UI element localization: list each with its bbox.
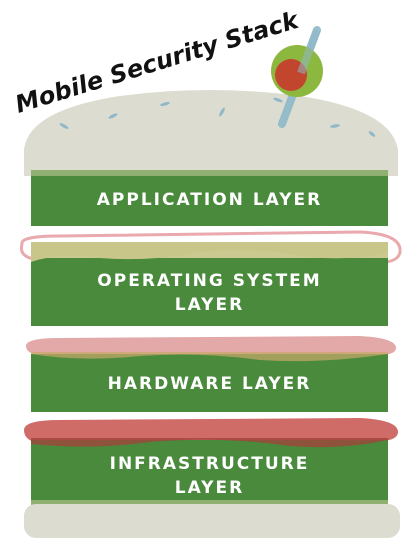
lettuce-outline	[19, 230, 402, 265]
top-bun	[24, 90, 398, 178]
infrastructure-layer-label: INFRASTRUCTURE LAYER	[109, 454, 310, 498]
infrastructure-layer-block	[31, 440, 388, 504]
application-layer-block	[31, 170, 388, 226]
bottom-bun	[24, 504, 400, 538]
tomato-slice	[24, 418, 398, 444]
operating-system-layer-block	[31, 258, 388, 326]
sesame-seeds	[59, 97, 376, 137]
application-layer-label: APPLICATION LAYER	[96, 190, 323, 210]
operating-system-layer-label: OPERATING SYSTEM LAYER	[97, 271, 322, 315]
hardware-layer-label: HARDWARE LAYER	[107, 374, 312, 394]
hardware-layer-block	[31, 354, 388, 412]
ham-slice	[26, 336, 396, 356]
